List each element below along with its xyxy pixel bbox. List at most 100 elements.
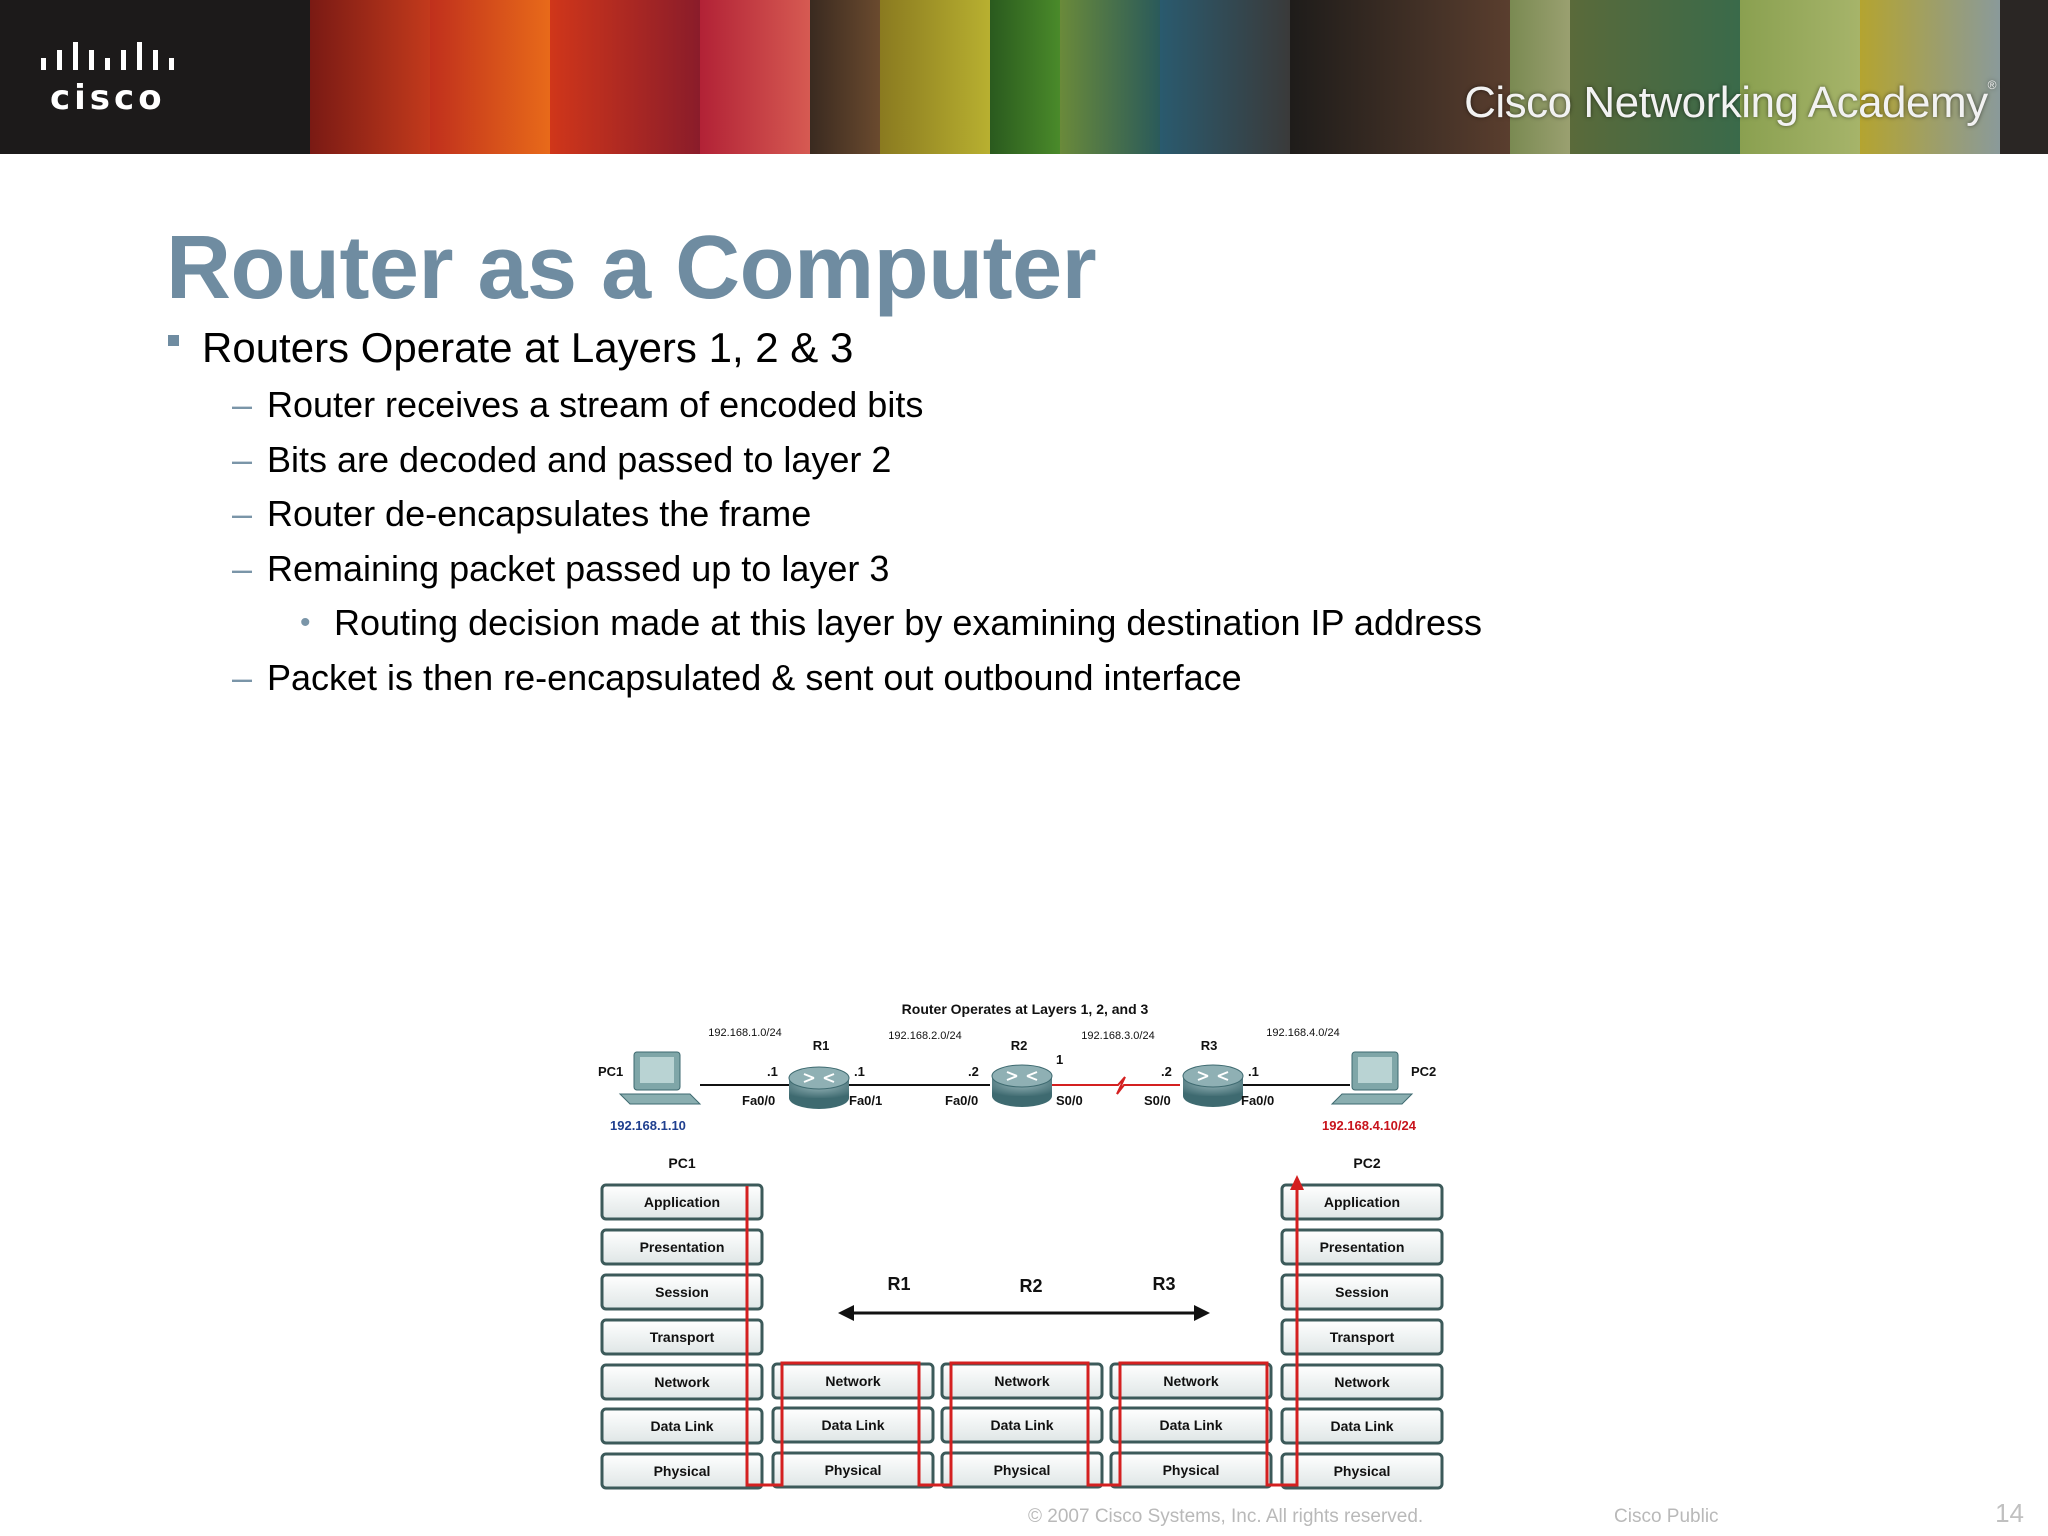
layer-presentation: Presentation — [640, 1239, 725, 1255]
network-label: 192.168.1.0/24 — [708, 1027, 781, 1039]
banner-photo-strip — [990, 0, 1060, 154]
banner-photo-strip — [1290, 0, 1510, 154]
pc2-ip: 192.168.4.10/24 — [1322, 1118, 1417, 1133]
sub-bullet: – Router receives a stream of encoded bi… — [166, 378, 1866, 433]
banner-photo-strip — [700, 0, 810, 154]
dash-bullet-icon: – — [232, 656, 253, 698]
layer-transport: Transport — [1330, 1329, 1395, 1345]
dash-bullet-icon: – — [232, 493, 253, 534]
packet-path — [745, 1186, 1299, 1487]
layer-physical: Physical — [1334, 1463, 1391, 1479]
diagram-title: Router Operates at Layers 1, 2, and 3 — [902, 1001, 1149, 1017]
r1-label: R1 — [813, 1038, 830, 1053]
layer-physical: Physical — [1163, 1462, 1220, 1478]
r2-osi-stack: Network Data Link Physical — [940, 1362, 1104, 1489]
interface-label: Fa0/1 — [849, 1093, 882, 1108]
r1-router-icon — [788, 1066, 850, 1109]
layer-transport: Transport — [650, 1329, 715, 1345]
pc2-computer-icon — [1330, 1051, 1414, 1105]
sub-bullet: – Packet is then re-encapsulated & sent … — [166, 651, 1866, 706]
interface-label: Fa0/0 — [945, 1093, 978, 1108]
layer-network: Network — [825, 1373, 880, 1389]
r2-axis-label: R2 — [1019, 1276, 1042, 1296]
r3-label: R3 — [1201, 1038, 1218, 1053]
pc1-osi-stack: Application Presentation Session Transpo… — [600, 1183, 764, 1490]
r3-router-icon — [1182, 1064, 1244, 1107]
addr-label: .1 — [1248, 1064, 1259, 1079]
bullet-text: Routers Operate at Layers 1, 2 & 3 — [202, 324, 854, 371]
bullet-list: Routers Operate at Layers 1, 2 & 3 – Rou… — [166, 318, 1866, 705]
cisco-bridge-icon — [41, 42, 174, 70]
pc2-osi-stack: Application Presentation Session Transpo… — [1280, 1183, 1444, 1490]
layer-network: Network — [1334, 1374, 1389, 1390]
banner-photo-strip — [1570, 0, 1740, 154]
banner-photo-strip — [1160, 0, 1290, 154]
banner-photo-strip — [550, 0, 700, 154]
academy-title: Cisco Networking Academy® — [1464, 78, 1996, 127]
bullet-main: Routers Operate at Layers 1, 2 & 3 — [166, 318, 1866, 378]
network-label: 192.168.2.0/24 — [888, 1030, 961, 1042]
layer-data-link: Data Link — [650, 1418, 713, 1434]
cisco-wordmark: cisco — [50, 78, 166, 118]
layer-physical: Physical — [994, 1462, 1051, 1478]
addr-label: .2 — [968, 1064, 979, 1079]
layer-session: Session — [655, 1284, 709, 1300]
sub-sub-bullet: • Routing decision made at this layer by… — [166, 596, 1866, 651]
pc1-computer-icon — [618, 1051, 702, 1105]
r1-osi-stack: Network Data Link Physical — [771, 1362, 935, 1489]
pc2-stack-label: PC2 — [1353, 1155, 1380, 1171]
square-bullet-icon — [168, 335, 179, 346]
sub-bullet: – Bits are decoded and passed to layer 2 — [166, 433, 1866, 488]
interface-label: S0/0 — [1056, 1093, 1083, 1108]
dash-bullet-icon: – — [232, 384, 253, 425]
r1-axis-label: R1 — [887, 1274, 910, 1294]
cisco-logo: cisco — [0, 0, 310, 154]
r2-router-icon — [991, 1064, 1053, 1107]
pc1-stack-label: PC1 — [668, 1155, 695, 1171]
addr-label: 1 — [1056, 1052, 1063, 1067]
banner-photo-strip — [1060, 0, 1160, 154]
sub-bullet: – Router de-encapsulates the frame — [166, 487, 1866, 542]
dash-bullet-icon: – — [232, 547, 253, 589]
serial-link-r2-r3 — [1040, 1076, 1180, 1095]
footer-classification: Cisco Public — [1614, 1506, 1719, 1527]
bullet-text: Routing decision made at this layer by e… — [334, 602, 1482, 643]
bullet-text: Bits are decoded and passed to layer 2 — [267, 438, 892, 480]
layer-data-link: Data Link — [1330, 1418, 1393, 1434]
slide-title: Router as a Computer — [166, 218, 1097, 318]
banner-photo-strip — [810, 0, 880, 154]
bullet-text: Remaining packet passed up to layer 3 — [267, 547, 890, 589]
pc1-label: PC1 — [598, 1064, 623, 1079]
pc1-ip: 192.168.1.10 — [610, 1118, 686, 1133]
page-number: 14 — [1995, 1498, 2024, 1528]
layer-presentation: Presentation — [1320, 1239, 1405, 1255]
network-label: 192.168.3.0/24 — [1081, 1030, 1154, 1042]
banner-photo-strip — [1740, 0, 1860, 154]
diagram-svg: Router Operates at Layers 1, 2, and 3 19… — [598, 1001, 1444, 1490]
bullet-text: Router de-encapsulates the frame — [267, 493, 812, 534]
r3-axis-label: R3 — [1152, 1274, 1175, 1294]
double-arrow-icon — [838, 1305, 1210, 1321]
banner-photo-strip — [1510, 0, 1570, 154]
pc2-label: PC2 — [1411, 1064, 1436, 1079]
r3-osi-stack: Network Data Link Physical — [1109, 1362, 1273, 1489]
layer-application: Application — [644, 1194, 720, 1210]
interface-label: Fa0/0 — [1241, 1093, 1274, 1108]
layer-session: Session — [1335, 1284, 1389, 1300]
banner-photo-strip — [2000, 0, 2048, 154]
interface-label: S0/0 — [1144, 1093, 1171, 1108]
sub-bullet: – Remaining packet passed up to layer 3 — [166, 542, 1866, 597]
banner-photo-strip — [880, 0, 990, 154]
footer-copyright: © 2007 Cisco Systems, Inc. All rights re… — [1028, 1506, 1424, 1527]
layer-data-link: Data Link — [821, 1417, 884, 1433]
layer-physical: Physical — [825, 1462, 882, 1478]
addr-label: .1 — [767, 1064, 778, 1079]
dash-bullet-icon: – — [232, 438, 253, 480]
banner-photo-strip — [1860, 0, 2000, 154]
packet-arrow-up-icon — [1290, 1175, 1304, 1190]
addr-label: .2 — [1161, 1064, 1172, 1079]
banner-photo-strip — [430, 0, 550, 154]
bullet-text: Packet is then re-encapsulated & sent ou… — [267, 656, 1242, 698]
addr-label: .1 — [854, 1064, 865, 1079]
layer-network: Network — [994, 1373, 1049, 1389]
